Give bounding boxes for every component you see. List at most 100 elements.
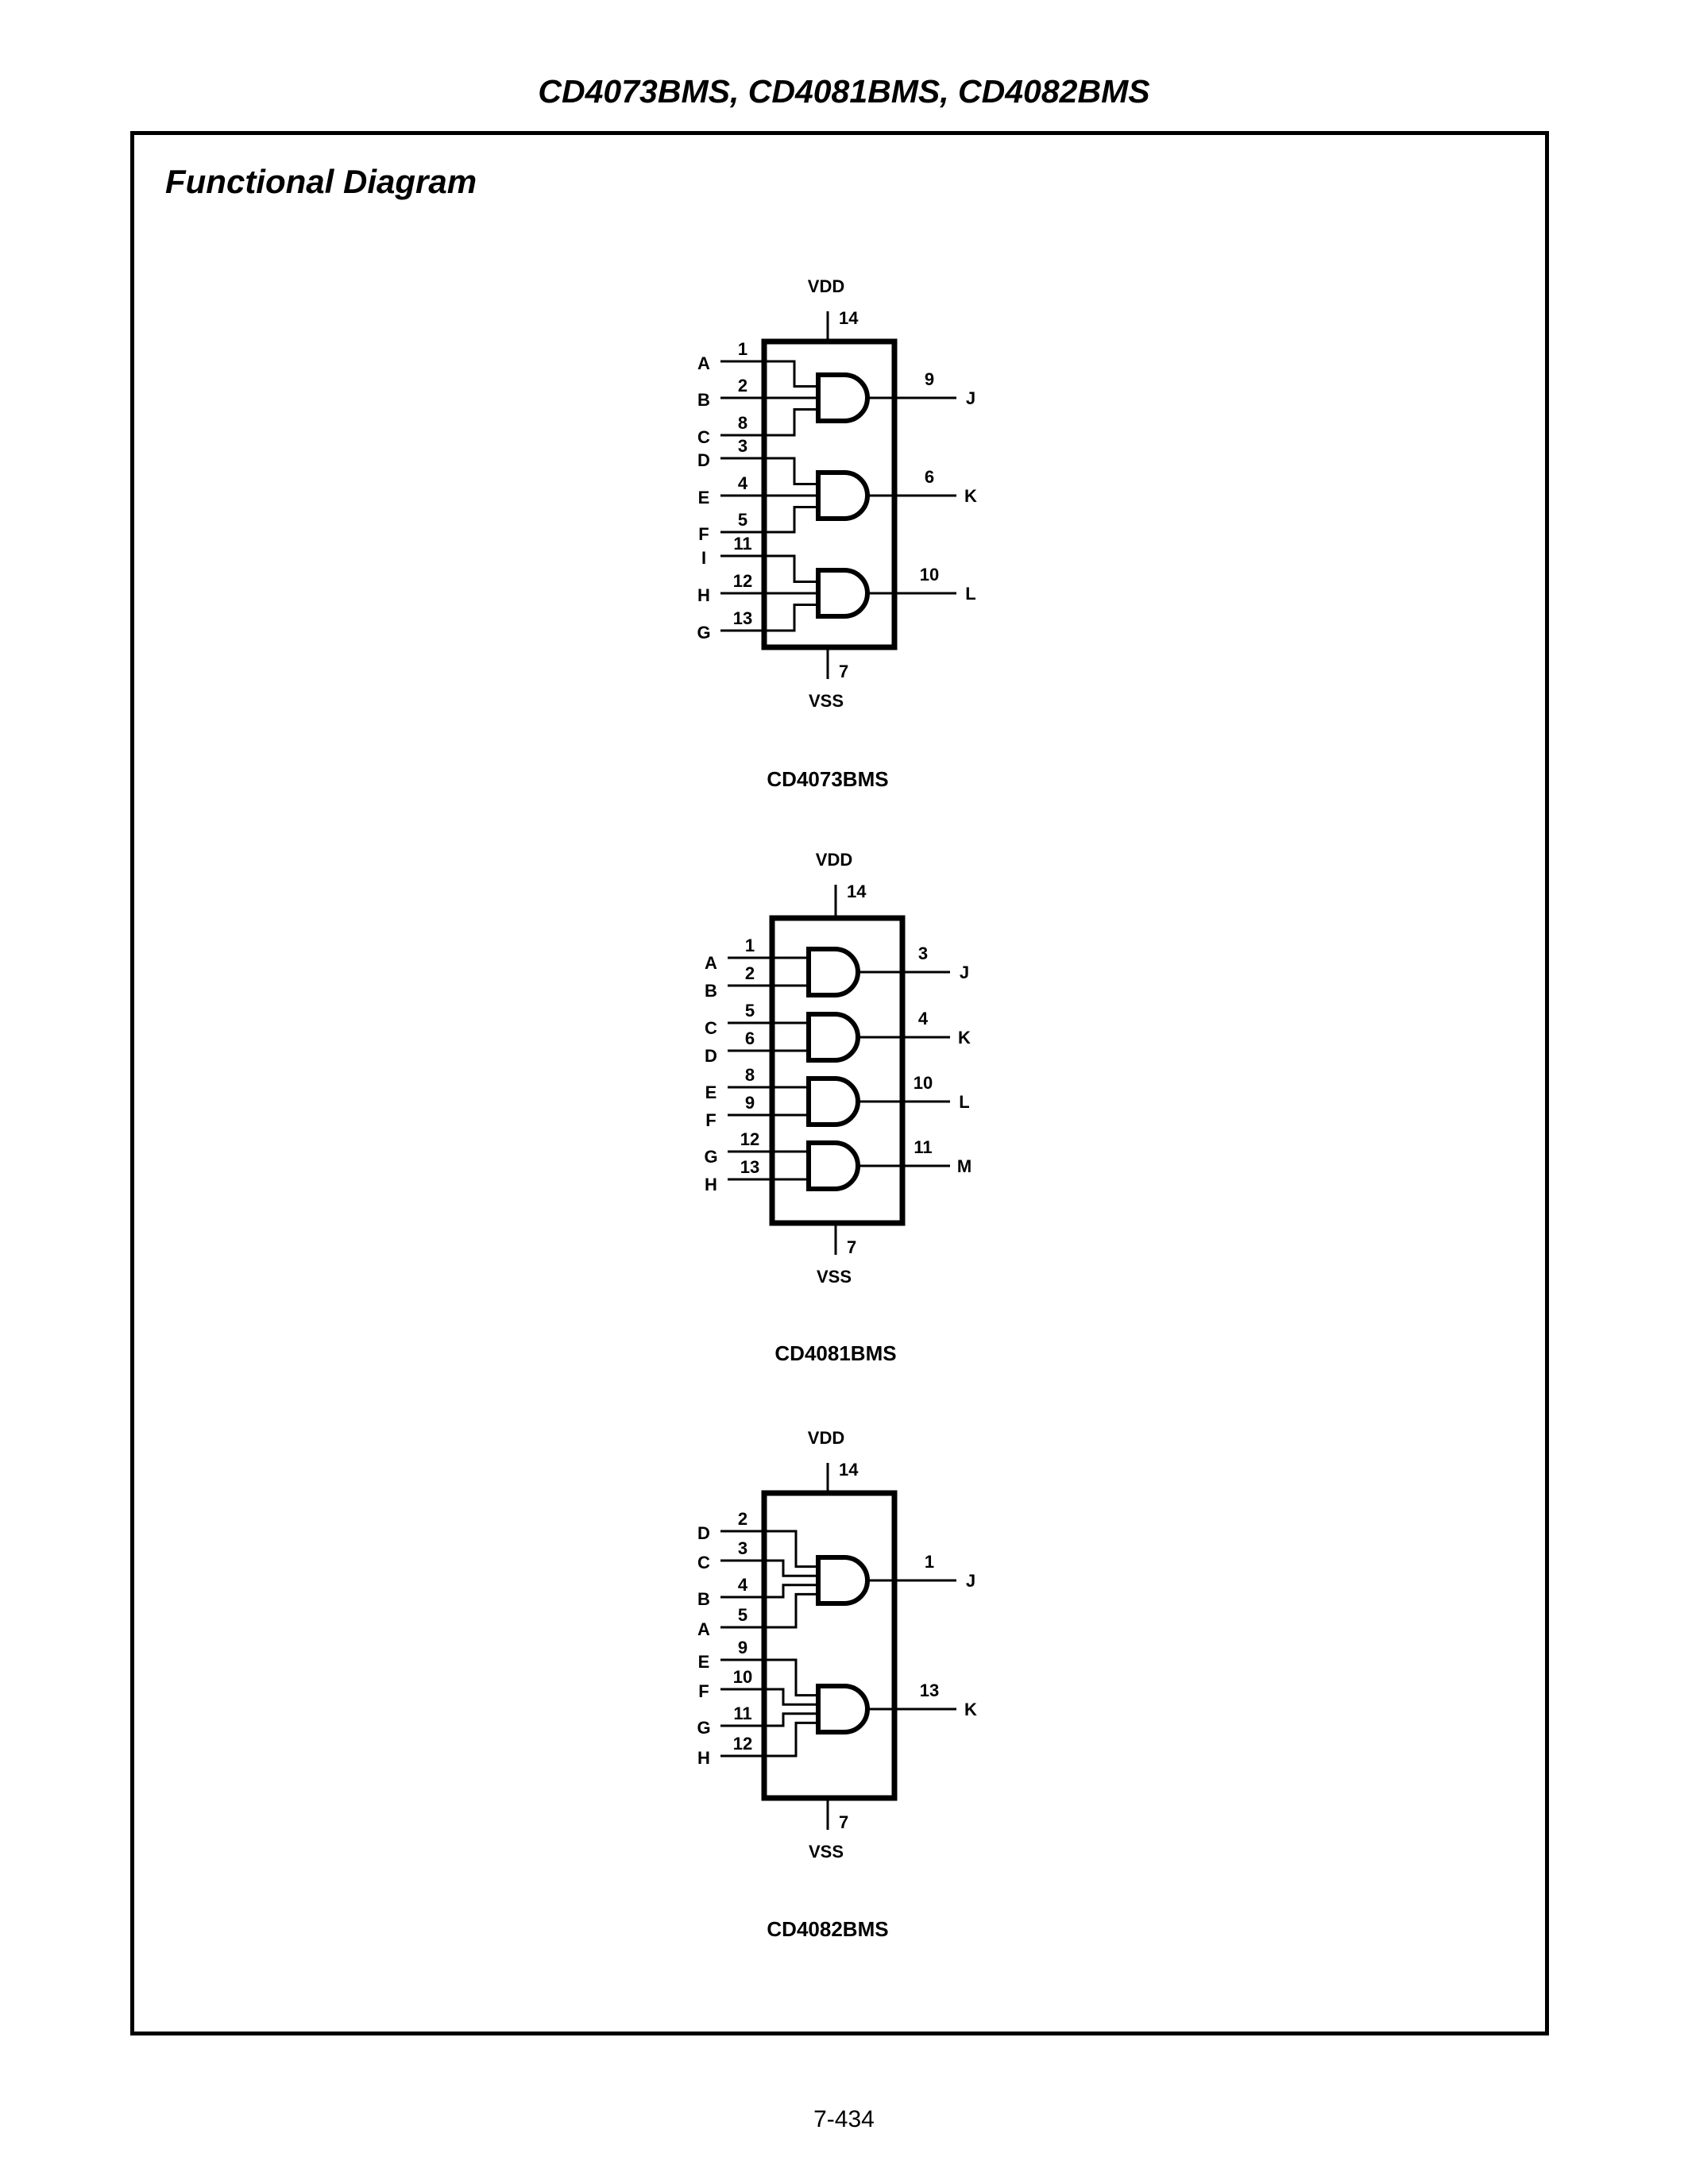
- input-pin-number: 1: [738, 339, 747, 359]
- input-pin-number: 12: [733, 1734, 752, 1754]
- input-signal-label: A: [697, 353, 710, 373]
- diagram-caption: CD4082BMS: [767, 1917, 888, 1941]
- input-pin-number: 13: [740, 1157, 759, 1177]
- input-signal-label: G: [697, 623, 710, 642]
- output-pin-number: 10: [914, 1073, 933, 1093]
- input-signal-label: D: [697, 450, 710, 470]
- and-gate-symbol: [806, 1012, 860, 1063]
- and-gate-symbol: [816, 568, 870, 619]
- vss-label: VSS: [809, 691, 844, 711]
- input-pin-number: 11: [733, 534, 751, 554]
- output-signal-label: K: [964, 1700, 977, 1719]
- output-signal-label: J: [960, 963, 969, 982]
- output-signal-label: K: [958, 1028, 971, 1048]
- vss-pin-number: 7: [839, 662, 848, 681]
- output-signal-label: L: [965, 584, 975, 604]
- output-pin-number: 9: [925, 369, 934, 389]
- input-pin-number: 5: [738, 1605, 747, 1625]
- input-pin-number: 3: [738, 436, 747, 456]
- input-signal-label: A: [705, 953, 717, 973]
- input-wire: [720, 1688, 818, 1706]
- output-signal-label: J: [966, 388, 975, 408]
- page-header: CD4073BMS, CD4081BMS, CD4082BMS: [538, 73, 1150, 110]
- and-gate-symbol: [816, 470, 870, 521]
- input-signal-label: E: [705, 1082, 717, 1102]
- ic-diagram-cd4073bms: VDD147VSSCD4073BMS1A2B8C9J3D4E5F6K11I12H…: [697, 276, 977, 791]
- and-gate-symbol: [816, 1684, 870, 1734]
- input-pin-number: 5: [738, 510, 747, 530]
- input-signal-label: F: [698, 524, 709, 544]
- output-signal-label: L: [959, 1092, 969, 1112]
- output-pin-number: 6: [925, 467, 934, 487]
- input-signal-label: D: [697, 1523, 710, 1543]
- input-signal-label: G: [697, 1718, 710, 1738]
- vdd-label: VDD: [816, 850, 852, 870]
- and-gate: 1A 2B 8C 9J: [697, 339, 975, 447]
- input-pin-number: 2: [738, 376, 747, 396]
- input-pin-number: 12: [740, 1129, 759, 1149]
- input-pin-number: 8: [738, 413, 747, 433]
- input-wire: [720, 408, 818, 437]
- input-pin-number: 2: [745, 963, 755, 983]
- input-pin-number: 5: [745, 1001, 755, 1021]
- ic-diagram-cd4082bms: VDD147VSSCD4082BMS2D3C4B5A1J9E10F11G12H1…: [697, 1428, 977, 1941]
- input-signal-label: C: [705, 1018, 717, 1038]
- input-signal-label: F: [705, 1110, 716, 1130]
- and-gate-symbol: [806, 947, 860, 997]
- input-pin-number: 12: [733, 571, 752, 591]
- input-wire: [720, 1559, 818, 1577]
- input-pin-number: 3: [738, 1538, 747, 1558]
- input-pin-number: 9: [745, 1093, 755, 1113]
- diagram-caption: CD4081BMS: [774, 1341, 896, 1365]
- input-signal-label: F: [698, 1681, 709, 1701]
- input-signal-label: C: [697, 1553, 710, 1572]
- and-gate-symbol: [806, 1076, 860, 1127]
- input-wire: [720, 457, 818, 485]
- input-signal-label: H: [705, 1175, 717, 1194]
- input-pin-number: 4: [738, 1575, 748, 1595]
- input-signal-label: B: [697, 390, 710, 410]
- output-signal-label: J: [966, 1571, 975, 1591]
- vss-pin-number: 7: [847, 1237, 856, 1257]
- input-wire: [720, 1584, 818, 1599]
- input-pin-number: 6: [745, 1028, 755, 1048]
- vdd-pin-number: 14: [839, 1460, 859, 1480]
- input-pin-number: 11: [733, 1704, 751, 1723]
- ic-package-outline: [761, 1490, 898, 1801]
- output-pin-number: 3: [918, 943, 928, 963]
- input-pin-number: 2: [738, 1509, 747, 1529]
- vdd-pin-number: 14: [847, 882, 867, 901]
- output-pin-number: 10: [920, 565, 939, 585]
- input-wire: [720, 1712, 818, 1727]
- output-signal-label: M: [957, 1156, 971, 1176]
- output-pin-number: 11: [914, 1137, 932, 1157]
- and-gate: 12G 13H 11M: [704, 1129, 971, 1194]
- input-wire: [720, 1530, 818, 1569]
- input-wire: [720, 1592, 818, 1629]
- input-signal-label: A: [697, 1619, 710, 1639]
- input-wire: [720, 604, 818, 632]
- vss-pin-number: 7: [839, 1812, 848, 1832]
- input-signal-label: C: [697, 427, 710, 447]
- input-wire: [720, 1721, 818, 1758]
- input-pin-number: 4: [738, 473, 748, 493]
- input-wire: [720, 360, 818, 388]
- input-wire: [720, 1658, 818, 1697]
- input-pin-number: 8: [745, 1065, 755, 1085]
- input-pin-number: 13: [733, 608, 752, 628]
- diagram-frame: [130, 131, 1549, 2035]
- input-wire: [720, 554, 818, 583]
- section-title: Functional Diagram: [165, 163, 477, 200]
- vdd-label: VDD: [808, 276, 844, 296]
- output-signal-label: K: [964, 486, 977, 506]
- input-signal-label: E: [698, 1652, 710, 1672]
- input-signal-label: G: [704, 1147, 717, 1167]
- input-pin-number: 1: [745, 936, 755, 955]
- and-gate: 8E 9F 10L: [705, 1065, 970, 1130]
- vdd-pin-number: 14: [839, 308, 859, 328]
